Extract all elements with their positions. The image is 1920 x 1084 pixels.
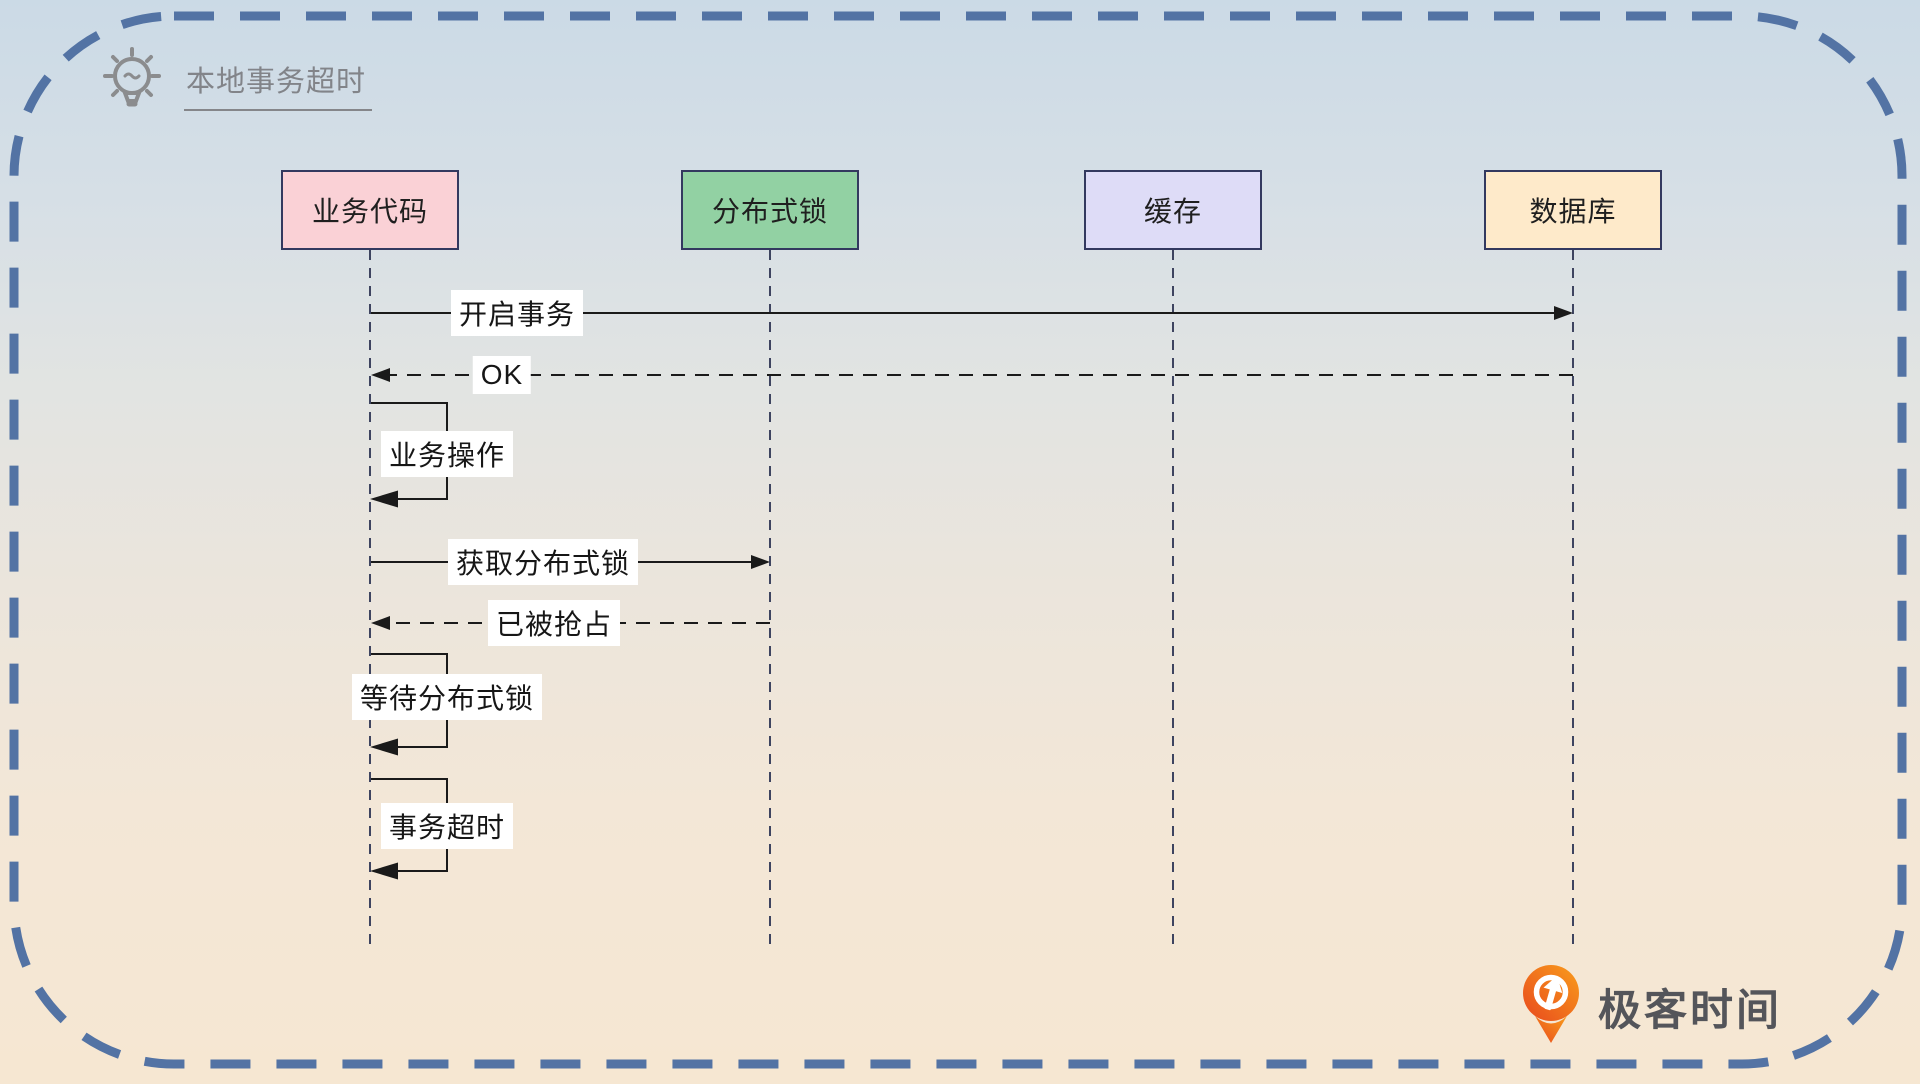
message-label-business-operation: 业务操作	[380, 431, 514, 477]
message-lines	[371, 312, 1573, 872]
participant-label: 业务代码	[311, 196, 428, 227]
message-label-ok: OK	[472, 356, 532, 394]
title-row: 本地事务超时	[96, 44, 373, 116]
message-label-wait-lock: 等待分布式锁	[351, 674, 543, 720]
participant-label: 缓存	[1143, 196, 1202, 227]
brand-watermark: 极客时间	[1520, 964, 1782, 1044]
participant-cache: 缓存	[1084, 170, 1262, 250]
participant-distributed-lock: 分布式锁	[681, 170, 859, 250]
message-label-acquire-lock: 获取分布式锁	[447, 539, 639, 585]
participant-business-code: 业务代码	[281, 170, 459, 250]
message-label-lock-preempted: 已被抢占	[487, 600, 621, 646]
page-title: 本地事务超时	[184, 58, 373, 111]
arrowheads	[370, 306, 1573, 880]
message-label-start-transaction: 开启事务	[450, 290, 584, 336]
message-label-transaction-timeout: 事务超时	[380, 803, 514, 849]
participant-label: 数据库	[1529, 196, 1617, 227]
lightbulb-icon	[103, 47, 161, 107]
geektime-logo-icon	[1523, 965, 1579, 1043]
brand-name: 极客时间	[1598, 987, 1782, 1035]
participant-database: 数据库	[1484, 170, 1662, 250]
lifelines	[369, 250, 1574, 948]
participant-label: 分布式锁	[711, 196, 828, 227]
